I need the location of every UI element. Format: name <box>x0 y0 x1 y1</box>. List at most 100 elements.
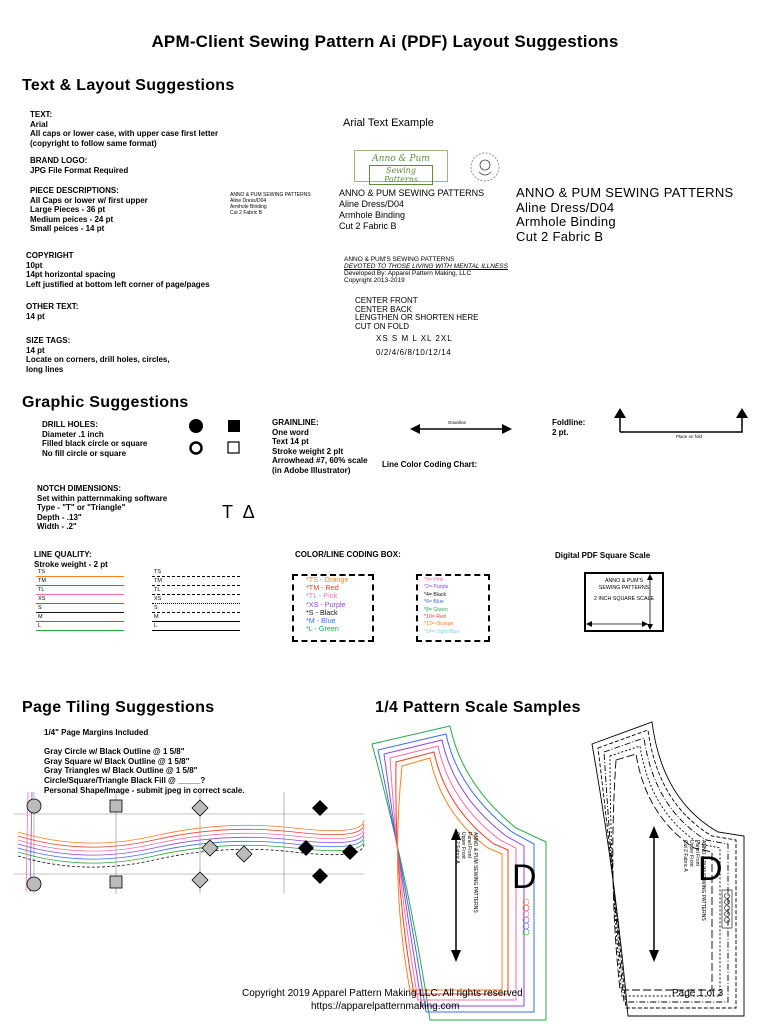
line-quality-sample <box>36 585 124 586</box>
text-line: Aline Dress/D04 <box>339 199 405 209</box>
page-number: Page 1 of 3 <box>672 988 724 999</box>
square-scale-heading: Digital PDF Square Scale <box>555 551 651 560</box>
pattern-sample-colored: D <box>371 725 547 1021</box>
text-line: Small peices - 14 pt <box>30 224 105 233</box>
text-line: DRILL HOLES: <box>42 420 98 429</box>
scale-samples-heading: 1/4 Pattern Scale Samples <box>375 699 581 716</box>
line-quality-label: S <box>154 605 158 611</box>
line-quality-dashed-row: TM <box>152 578 244 587</box>
text-line: Personal Shape/Image - submit jpeg in co… <box>44 785 245 795</box>
footer-copyright: Copyright 2019 Apparel Pattern Making LL… <box>242 988 523 999</box>
text-line: ANNO & PUM SEWING PATTERNS <box>700 840 706 921</box>
tiling-spec: 1/4" Page Margins Included Gray Circle w… <box>44 728 245 795</box>
line-quality-label: TM <box>38 578 46 584</box>
line-quality-sample <box>152 576 240 577</box>
line-quality-dashed-row: TL <box>152 587 244 596</box>
color-box-heading: COLOR/LINE CODING BOX: <box>295 550 401 559</box>
text-line: Stroke weight 2 plt <box>272 446 344 456</box>
color-code-item: *12= Orange <box>424 621 454 628</box>
color-code-item: *0= Pink <box>424 577 444 583</box>
text-line: Arrowhead #7, 60% scale <box>272 456 368 465</box>
open-square-icon <box>227 441 240 454</box>
copyright-sample-line: Developed By: Apparel Pattern Making, LL… <box>344 270 472 277</box>
line-quality-dashed-row: M <box>152 614 244 623</box>
line-quality-sample <box>152 621 240 622</box>
size-letters: XS S M L XL 2XL <box>376 334 453 343</box>
line-quality-sample <box>152 594 240 595</box>
line-quality-label: L <box>154 623 158 629</box>
text-line: All Caps or lower w/ first upper <box>30 195 148 205</box>
text-line: Armhole Binding <box>516 214 616 229</box>
text-line: BRAND LOGO: <box>30 156 88 165</box>
footer-url[interactable]: https://apparelpatternmaking.com <box>311 1001 460 1012</box>
color-box-right-list: *0= Pink*2= Purple*4= Black*6= Blue*8= G… <box>424 577 459 636</box>
text-line: Type - "T" or "Triangle" <box>37 503 126 512</box>
color-code-item: *TL - Pink <box>306 591 338 601</box>
piece-description-spec: PIECE DESCRIPTIONS:All Caps or lower w/ … <box>30 186 148 234</box>
line-quality-sample <box>152 603 240 604</box>
line-quality-label: XS <box>38 596 46 602</box>
line-quality-label: M <box>154 614 159 620</box>
filled-circle-icon <box>189 419 203 433</box>
line-quality-label: TS <box>154 569 162 575</box>
square-scale-line: ANNO & PUM'S <box>604 578 644 584</box>
text-line: Cut 2 Fabric B <box>516 228 604 244</box>
filled-square-icon <box>228 420 240 432</box>
line-quality-label: TM <box>154 578 162 584</box>
line-quality-label: TS <box>38 569 46 575</box>
color-box-right <box>416 574 490 642</box>
color-code-item: *4= Black <box>424 591 447 598</box>
text-line: 14 pt <box>26 311 45 321</box>
square-scale-line: 2 INCH SQUARE SCALE <box>593 596 655 602</box>
text-line: CUT ON FOLD <box>355 321 410 331</box>
line-quality-dashed-row: TS <box>152 569 244 578</box>
text-line: 1/4" Page Margins Included <box>44 728 149 737</box>
logo-text-bottom: Sewing Patterns <box>369 165 433 185</box>
line-quality-label: XS <box>154 596 162 602</box>
color-box-left <box>292 574 374 642</box>
foldline-label: Place on fold <box>676 434 703 439</box>
brand-logo-image: Anno & Pum Sewing Patterns <box>354 150 448 185</box>
color-code-item: *L - Green <box>306 624 339 634</box>
text-line: CENTER BACK <box>355 304 412 314</box>
line-quality-sample <box>36 594 124 595</box>
text-line: Armhole Binding <box>230 204 267 210</box>
tiling-preview-image <box>14 791 365 894</box>
line-quality-sample <box>36 621 124 622</box>
text-line <box>44 738 245 748</box>
color-code-item: *14= Light Blue <box>424 628 460 635</box>
line-quality-label: S <box>38 605 42 611</box>
text-line: ANNO & PUM SEWING PATTERNS <box>472 832 478 913</box>
text-line: Cut 2 Fabric A <box>682 840 688 872</box>
line-quality-row: S <box>36 605 126 614</box>
logo-text-top: Anno & Pum <box>372 154 430 164</box>
text-line: Medium peices - 24 pt <box>30 214 114 224</box>
text-line: 2 pt. <box>552 427 569 437</box>
line-quality-sample <box>152 612 240 613</box>
text-line: ANNO & PUM SEWING PATTERNS <box>230 192 311 198</box>
text-line: (copyright to follow same format) <box>30 138 157 148</box>
line-quality-sample <box>36 603 124 604</box>
pattern-sample-mono: D <box>591 721 745 1017</box>
text-line: (in Adobe Illustrator) <box>272 465 351 475</box>
text-line: Filled black circle or square <box>42 439 148 448</box>
text-line: Stroke weight - 2 pt <box>34 559 108 569</box>
open-circle-icon <box>189 441 203 455</box>
line-quality-row: TM <box>36 578 126 587</box>
seal-logo-icon <box>470 152 500 182</box>
arial-text-example: Arial Text Example <box>343 117 434 129</box>
text-line: Gray Circle w/ Black Outline @ 1 5/8" <box>44 747 185 757</box>
line-quality-label: TL <box>38 587 45 593</box>
line-quality-row: TL <box>36 587 126 596</box>
text-line: Left justified at bottom left corner of … <box>26 279 210 289</box>
text-line: GRAINLINE: <box>272 418 319 427</box>
foldline-icon <box>614 408 748 433</box>
